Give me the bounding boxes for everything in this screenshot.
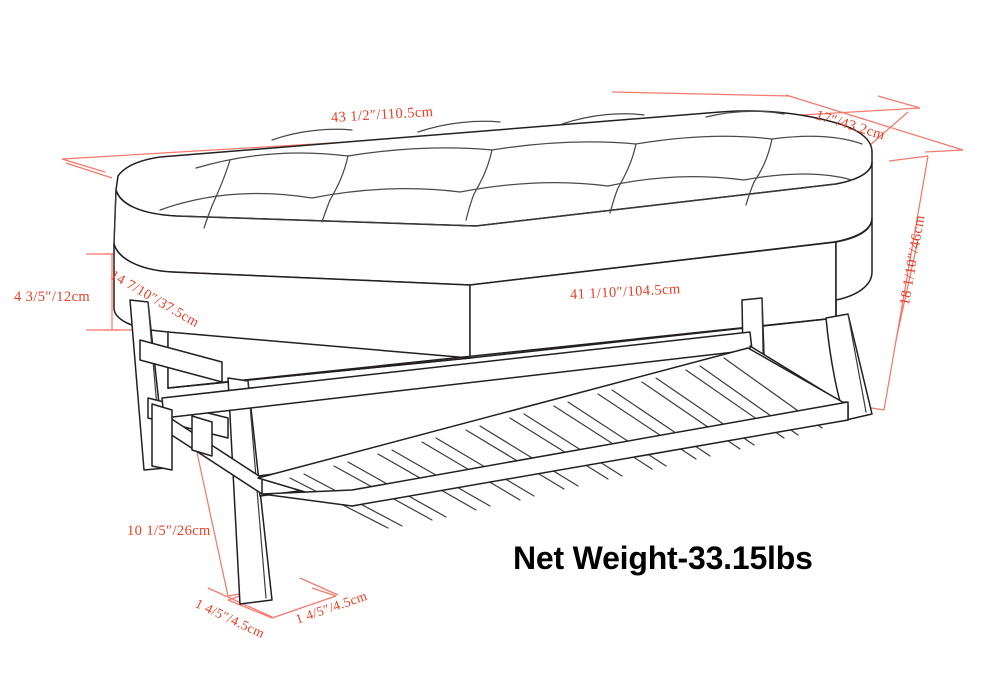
shelf-slats — [257, 347, 849, 529]
dim-label-leg-height: 10 1/5″/26cm — [127, 523, 211, 539]
tufting-pattern — [159, 110, 863, 229]
left-side-bracket — [151, 403, 213, 471]
dim-label-seat-thickness: 4 3/5″/12cm — [14, 289, 91, 305]
dim-overall-depth — [611, 91, 964, 153]
net-weight-label: Net Weight-33.15lbs — [513, 540, 813, 576]
storage-box-body — [113, 217, 873, 389]
